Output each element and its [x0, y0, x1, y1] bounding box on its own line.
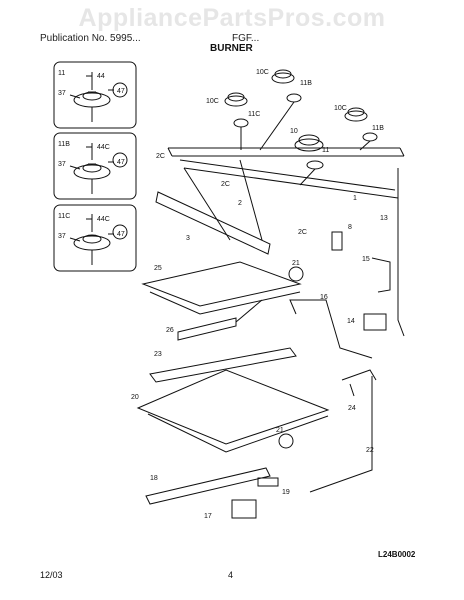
callout-11b-right: 11B: [372, 125, 384, 132]
gas-tubes: [183, 101, 371, 241]
grommet-21-top: [288, 266, 304, 282]
ignitor-19: [257, 477, 279, 487]
header-model-right: FGF...: [232, 33, 260, 44]
diagram-id: L24B0002: [378, 550, 416, 559]
baffle-20: [136, 369, 330, 453]
callout-14: 14: [347, 318, 355, 325]
manifold-pipe: [167, 147, 405, 199]
ignitor-bracket-3: [155, 191, 271, 255]
inset-part-47a: 47: [117, 88, 125, 95]
callout-8: 8: [348, 224, 352, 231]
gas-tube-16: [289, 299, 373, 359]
callout-23: 23: [154, 351, 162, 358]
callout-2c-c: 2C: [298, 229, 307, 236]
inset-part-47c: 47: [117, 231, 125, 238]
inset-box-11: [53, 61, 137, 129]
inset-part-44c-c: 44C: [97, 216, 110, 223]
baffle-25: [141, 261, 302, 315]
callout-24: 24: [348, 405, 356, 412]
footer-page: 4: [228, 570, 234, 580]
bracket-15: [371, 257, 391, 293]
inset-part-37c: 37: [58, 233, 66, 240]
callout-2c-b: 2C: [221, 181, 230, 188]
page-title: BURNER: [210, 43, 253, 54]
callout-26: 26: [166, 327, 174, 334]
gas-tube-24: [341, 369, 377, 397]
callout-3: 3: [186, 235, 190, 242]
grommet-21-bottom: [278, 433, 294, 449]
callout-10c-right: 10C: [334, 105, 347, 112]
burner-head-10c-top: [271, 69, 295, 84]
callout-13: 13: [380, 215, 388, 222]
inset-box-11b: [53, 132, 137, 200]
inset-part-37a: 37: [58, 90, 66, 97]
callout-18: 18: [150, 475, 158, 482]
inset-part-37b: 37: [58, 161, 66, 168]
callout-21-bottom: 21: [276, 427, 284, 434]
burner-bases: [233, 93, 378, 170]
callout-10c-left: 10C: [206, 98, 219, 105]
callout-10c-top: 10C: [256, 69, 269, 76]
watermark: AppliancePartsPros.com: [78, 4, 386, 32]
inset-box-11c: [53, 204, 137, 272]
callout-2: 2: [238, 200, 242, 207]
broil-burner-26: [177, 299, 263, 341]
oven-burner-18: [145, 467, 271, 505]
inset-label-11c: 11C: [58, 213, 70, 220]
gas-tube-22: [309, 376, 373, 493]
callout-16: 16: [320, 294, 328, 301]
callout-11: 11: [322, 147, 329, 154]
inset-label-11b: 11B: [58, 141, 70, 148]
header-model-left: Publication No. 5995...: [40, 33, 141, 44]
bracket-8: [331, 231, 343, 251]
callout-22: 22: [366, 447, 374, 454]
callout-20: 20: [131, 394, 139, 401]
callout-10: 10: [290, 128, 298, 135]
valve-17: [231, 499, 257, 519]
inset-part-44c-b: 44C: [97, 144, 110, 151]
inset-part-44: 44: [97, 73, 105, 80]
burner-head-10: [294, 134, 324, 152]
callout-19: 19: [282, 489, 290, 496]
callout-11c: 11C: [248, 111, 260, 118]
oven-burner-23: [149, 347, 297, 383]
inset-part-47b: 47: [117, 159, 125, 166]
gas-tube-13: [397, 168, 405, 337]
inset-label-11: 11: [58, 70, 65, 77]
callout-17: 17: [204, 513, 212, 520]
callout-11b-top: 11B: [300, 80, 312, 87]
burner-head-10c-right: [344, 107, 368, 122]
footer-date: 12/03: [40, 570, 63, 580]
callout-1: 1: [353, 195, 357, 202]
callout-25: 25: [154, 265, 162, 272]
callout-2c-a: 2C: [156, 153, 165, 160]
callout-21-top: 21: [292, 260, 300, 267]
callout-15: 15: [362, 256, 370, 263]
regulator-14: [363, 313, 387, 331]
leader-lines: [86, 75, 114, 237]
burner-head-10c-left: [224, 92, 248, 107]
